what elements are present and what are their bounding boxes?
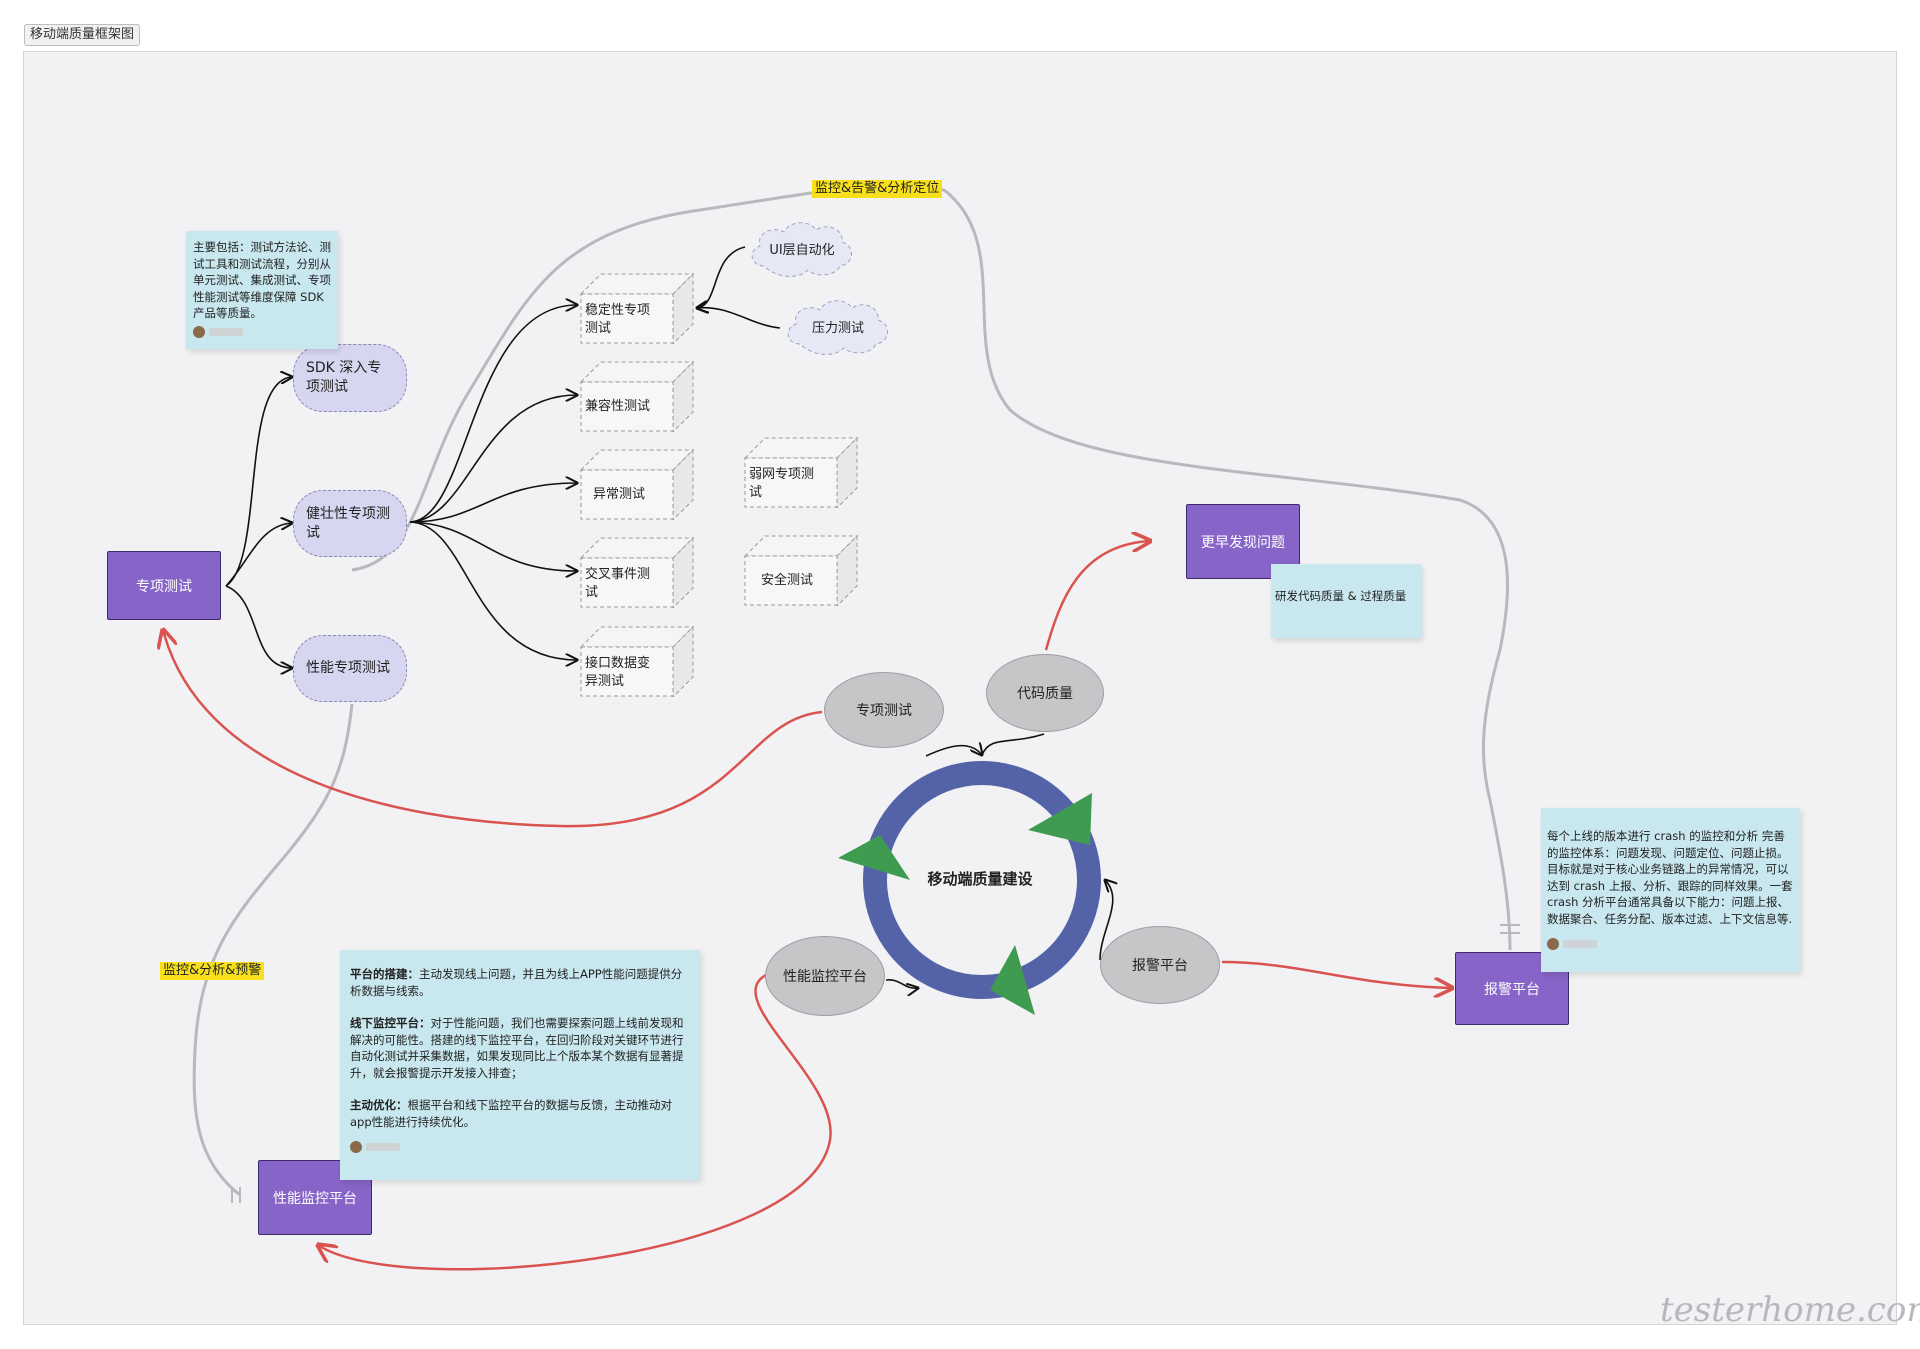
red-code-to-early <box>1044 541 1150 651</box>
cube-shape <box>579 536 694 608</box>
quality-ring <box>863 761 1101 999</box>
node-stress-test[interactable]: 压力测试 <box>782 296 894 358</box>
cube-label: 交叉事件测试 <box>585 567 651 600</box>
avatar <box>1547 937 1559 950</box>
branch-ui-auto <box>697 246 746 308</box>
branch-compat <box>409 395 577 523</box>
note-text: 每个上线的版本进行 crash 的监控和分析 完善的监控体系：问题发现、问题定位… <box>1547 829 1793 926</box>
watermark: testerhome.com <box>1660 1290 1920 1330</box>
note-author <box>193 324 331 341</box>
branch-perf <box>225 585 292 668</box>
node-perf-test[interactable]: 性能专项测试 <box>293 635 407 702</box>
note-author <box>1547 935 1794 952</box>
branch-exception <box>409 483 577 523</box>
gray-connector-left <box>192 703 354 1197</box>
note-alert: 每个上线的版本进行 crash 的监控和分析 完善的监控体系：问题发现、问题定位… <box>1541 808 1800 972</box>
cube-label: 异常测试 <box>593 487 646 502</box>
avatar <box>193 326 205 338</box>
blurred-name <box>1563 939 1597 948</box>
cube-shape <box>579 448 694 520</box>
note-sdk-scope: 主要包括：测试方法论、测试工具和测试流程，分别从单元测试、集成测试、专项性能测试… <box>186 231 338 349</box>
red-special-to-main <box>163 630 823 828</box>
node-alert-platform-ellipse[interactable]: 报警平台 <box>1100 926 1220 1004</box>
node-robust-test[interactable]: 健壮性专项测试 <box>293 490 407 557</box>
node-interaction-test[interactable]: 交叉事件测试 <box>579 536 694 608</box>
tag-monitor-analyze-warn: 监控&分析&预警 <box>160 962 265 980</box>
note-paragraph: 线下监控平台：对于性能问题，我们也需要探索问题上线前发现和解决的可能性。搭建的线… <box>350 1015 690 1081</box>
red-alert-to-platform <box>1221 960 1452 988</box>
branch-sdk <box>225 377 292 587</box>
ring-arrow-bottom <box>990 945 1035 1015</box>
gray-tick-right <box>1500 924 1520 934</box>
note-heading: 线下监控平台： <box>350 1016 431 1030</box>
node-perf-monitor-ellipse[interactable]: 性能监控平台 <box>765 936 885 1016</box>
frame-title: 移动端质量框架图 <box>24 24 141 46</box>
note-text: 主要包括：测试方法论、测试工具和测试流程，分别从单元测试、集成测试、专项性能测试… <box>193 240 331 320</box>
cloud-label: UI层自动化 <box>769 243 835 258</box>
node-exception-test[interactable]: 异常测试 <box>579 448 694 520</box>
node-perf-monitor[interactable]: 性能监控平台 <box>258 1160 372 1235</box>
cube-shape <box>579 360 694 432</box>
node-ui-automation[interactable]: UI层自动化 <box>746 218 858 280</box>
note-find-early: 研发代码质量 & 过程质量 <box>1271 564 1421 638</box>
cloud-shape <box>787 300 888 355</box>
cube-shape <box>743 534 858 606</box>
cloud-shape <box>751 222 852 277</box>
tag-monitor-alert-locate: 监控&告警&分析定位 <box>812 180 943 198</box>
gray-connector-top <box>351 182 1512 951</box>
node-compat-test[interactable]: 兼容性测试 <box>579 360 694 432</box>
node-code-quality[interactable]: 代码质量 <box>986 654 1104 732</box>
cube-shape <box>743 436 858 508</box>
blurred-name <box>366 1142 400 1151</box>
ring-arrow-right <box>1028 793 1092 845</box>
gray-tick-left <box>231 1187 241 1203</box>
branch-robust <box>225 523 292 587</box>
center-label: 移动端质量建设 <box>927 870 1033 888</box>
link-special-ring <box>925 746 982 756</box>
note-paragraph: 平台的搭建：主动发现线上问题，并且为线上APP性能问题提供分析数据与线索。 <box>350 966 690 999</box>
cube-label: 弱网专项测试 <box>749 467 815 500</box>
branch-stability <box>409 305 577 523</box>
node-weak-net-test[interactable]: 弱网专项测试 <box>743 436 858 508</box>
red-perf-to-monitor <box>318 973 832 1271</box>
node-sdk-test[interactable]: SDK 深入专项测试 <box>293 344 407 412</box>
note-author <box>350 1138 690 1155</box>
note-heading: 主动优化： <box>350 1098 408 1112</box>
ring-arrow-left <box>838 835 910 880</box>
node-security-test[interactable]: 安全测试 <box>743 534 858 606</box>
cube-shape <box>579 272 694 344</box>
cube-label: 安全测试 <box>761 573 814 588</box>
note-text: 研发代码质量 & 过程质量 <box>1275 589 1407 603</box>
cloud-label: 压力测试 <box>811 321 864 336</box>
avatar <box>350 1140 362 1153</box>
link-alert-ring <box>1099 880 1113 961</box>
note-paragraph: 主动优化：根据平台和线下监控平台的数据与反馈，主动推动对app性能进行持续优化。 <box>350 1097 690 1130</box>
cube-label: 稳定性专项测试 <box>585 303 651 336</box>
note-heading: 平台的搭建： <box>350 967 419 981</box>
node-special-test[interactable]: 专项测试 <box>107 551 221 620</box>
branch-interaction <box>409 521 577 571</box>
node-special-test-ellipse[interactable]: 专项测试 <box>824 672 944 748</box>
branch-stress <box>697 308 781 329</box>
note-text: 根据平台和线下监控平台的数据与反馈，主动推动对app性能进行持续优化。 <box>350 1098 672 1129</box>
cube-label: 接口数据变异测试 <box>585 656 651 689</box>
branch-api <box>409 521 577 660</box>
note-perf: 平台的搭建：主动发现线上问题，并且为线上APP性能问题提供分析数据与线索。 线下… <box>340 950 700 1180</box>
blurred-name <box>209 328 243 336</box>
cube-label: 兼容性测试 <box>585 399 651 414</box>
link-code-ring <box>981 733 1045 756</box>
link-perf-ring <box>885 979 918 988</box>
node-api-mutation-test[interactable]: 接口数据变异测试 <box>579 625 694 697</box>
note-text: 对于性能问题，我们也需要探索问题上线前发现和解决的可能性。搭建的线下监控平台，在… <box>350 1016 684 1080</box>
cube-shape <box>579 625 694 697</box>
note-text: 主动发现线上问题，并且为线上APP性能问题提供分析数据与线索。 <box>350 967 683 998</box>
node-stability-test[interactable]: 稳定性专项测试 <box>579 272 694 344</box>
